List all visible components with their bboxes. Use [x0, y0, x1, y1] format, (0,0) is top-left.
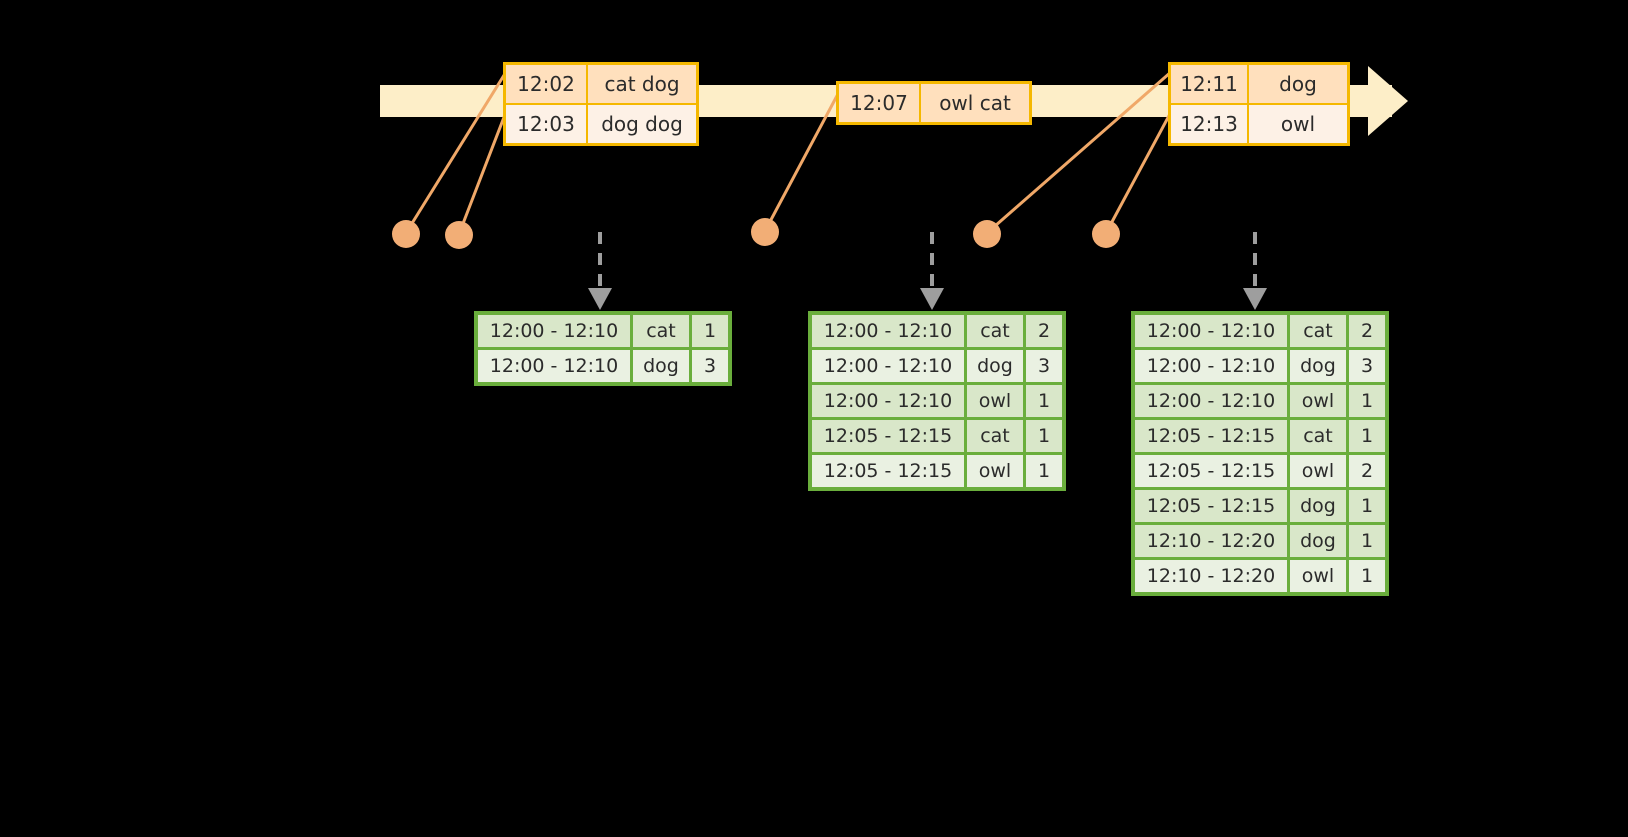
timeline-event-row: 12:11 dog — [1171, 65, 1347, 103]
cell-window: 12:05 - 12:15 — [1135, 420, 1287, 452]
event-time: 12:07 — [839, 84, 921, 122]
event-words: dog — [1249, 65, 1347, 103]
cell-window: 12:10 - 12:20 — [1135, 560, 1287, 592]
cell-word: dog — [967, 350, 1023, 382]
cell-word: owl — [1290, 385, 1346, 417]
timeline-event-row: 12:03 dog dog — [506, 103, 696, 143]
cell-count: 1 — [692, 315, 728, 347]
cell-window: 12:05 - 12:15 — [1135, 455, 1287, 487]
cell-window: 12:05 - 12:15 — [812, 420, 964, 452]
timeline-arrowhead-icon — [1368, 66, 1408, 136]
cell-window: 12:00 - 12:10 — [1135, 315, 1287, 347]
cell-window: 12:05 - 12:15 — [1135, 490, 1287, 522]
event-words: dog dog — [588, 105, 696, 143]
cell-count: 2 — [1349, 315, 1385, 347]
cell-window: 12:00 - 12:10 — [812, 315, 964, 347]
event-time: 12:02 — [506, 65, 588, 103]
event-dot — [751, 218, 779, 246]
cell-word: dog — [633, 350, 689, 382]
cell-word: owl — [967, 455, 1023, 487]
timeline-event-row: 12:07 owl cat — [839, 84, 1029, 122]
cell-count: 1 — [1349, 560, 1385, 592]
cell-word: owl — [1290, 455, 1346, 487]
cell-word: cat — [1290, 420, 1346, 452]
event-time: 12:03 — [506, 105, 588, 143]
down-arrow-icon — [588, 288, 612, 310]
cell-word: cat — [967, 420, 1023, 452]
event-time: 12:13 — [1171, 105, 1249, 143]
event-dot — [392, 220, 420, 248]
timeline-event-box-3[interactable]: 12:11 dog 12:13 owl — [1168, 62, 1350, 146]
cell-window: 12:00 - 12:10 — [1135, 385, 1287, 417]
event-words: cat dog — [588, 65, 696, 103]
cell-count: 1 — [1026, 455, 1062, 487]
event-dot — [445, 221, 473, 249]
event-time: 12:11 — [1171, 65, 1249, 103]
cell-window: 12:05 - 12:15 — [812, 455, 964, 487]
cell-count: 1 — [1349, 490, 1385, 522]
down-arrow-icon — [920, 288, 944, 310]
cell-word: owl — [1290, 560, 1346, 592]
down-arrow-icon — [1243, 288, 1267, 310]
timeline-event-box-2[interactable]: 12:07 owl cat — [836, 81, 1032, 125]
cell-count: 1 — [1349, 525, 1385, 557]
cell-count: 1 — [1026, 420, 1062, 452]
timeline-event-row: 12:02 cat dog — [506, 65, 696, 103]
cell-count: 1 — [1026, 385, 1062, 417]
event-words: owl — [1249, 105, 1347, 143]
timeline-event-row: 12:13 owl — [1171, 103, 1347, 143]
cell-count: 3 — [1349, 350, 1385, 382]
cell-count: 3 — [692, 350, 728, 382]
event-dot — [973, 220, 1001, 248]
cell-count: 1 — [1349, 385, 1385, 417]
cell-window: 12:00 - 12:10 — [812, 350, 964, 382]
cell-word: owl — [967, 385, 1023, 417]
cell-word: dog — [1290, 525, 1346, 557]
event-words: owl cat — [921, 84, 1029, 122]
cell-word: dog — [1290, 350, 1346, 382]
cell-count: 2 — [1349, 455, 1385, 487]
cell-count: 1 — [1349, 420, 1385, 452]
cell-word: cat — [1290, 315, 1346, 347]
timeline-event-box-1[interactable]: 12:02 cat dog 12:03 dog dog — [503, 62, 699, 146]
cell-window: 12:00 - 12:10 — [478, 350, 630, 382]
cell-window: 12:00 - 12:10 — [812, 385, 964, 417]
cell-window: 12:00 - 12:10 — [1135, 350, 1287, 382]
cell-word: cat — [967, 315, 1023, 347]
cell-window: 12:10 - 12:20 — [1135, 525, 1287, 557]
cell-window: 12:00 - 12:10 — [478, 315, 630, 347]
event-dot — [1092, 220, 1120, 248]
cell-word: cat — [633, 315, 689, 347]
cell-count: 3 — [1026, 350, 1062, 382]
cell-word: dog — [1290, 490, 1346, 522]
cell-count: 2 — [1026, 315, 1062, 347]
